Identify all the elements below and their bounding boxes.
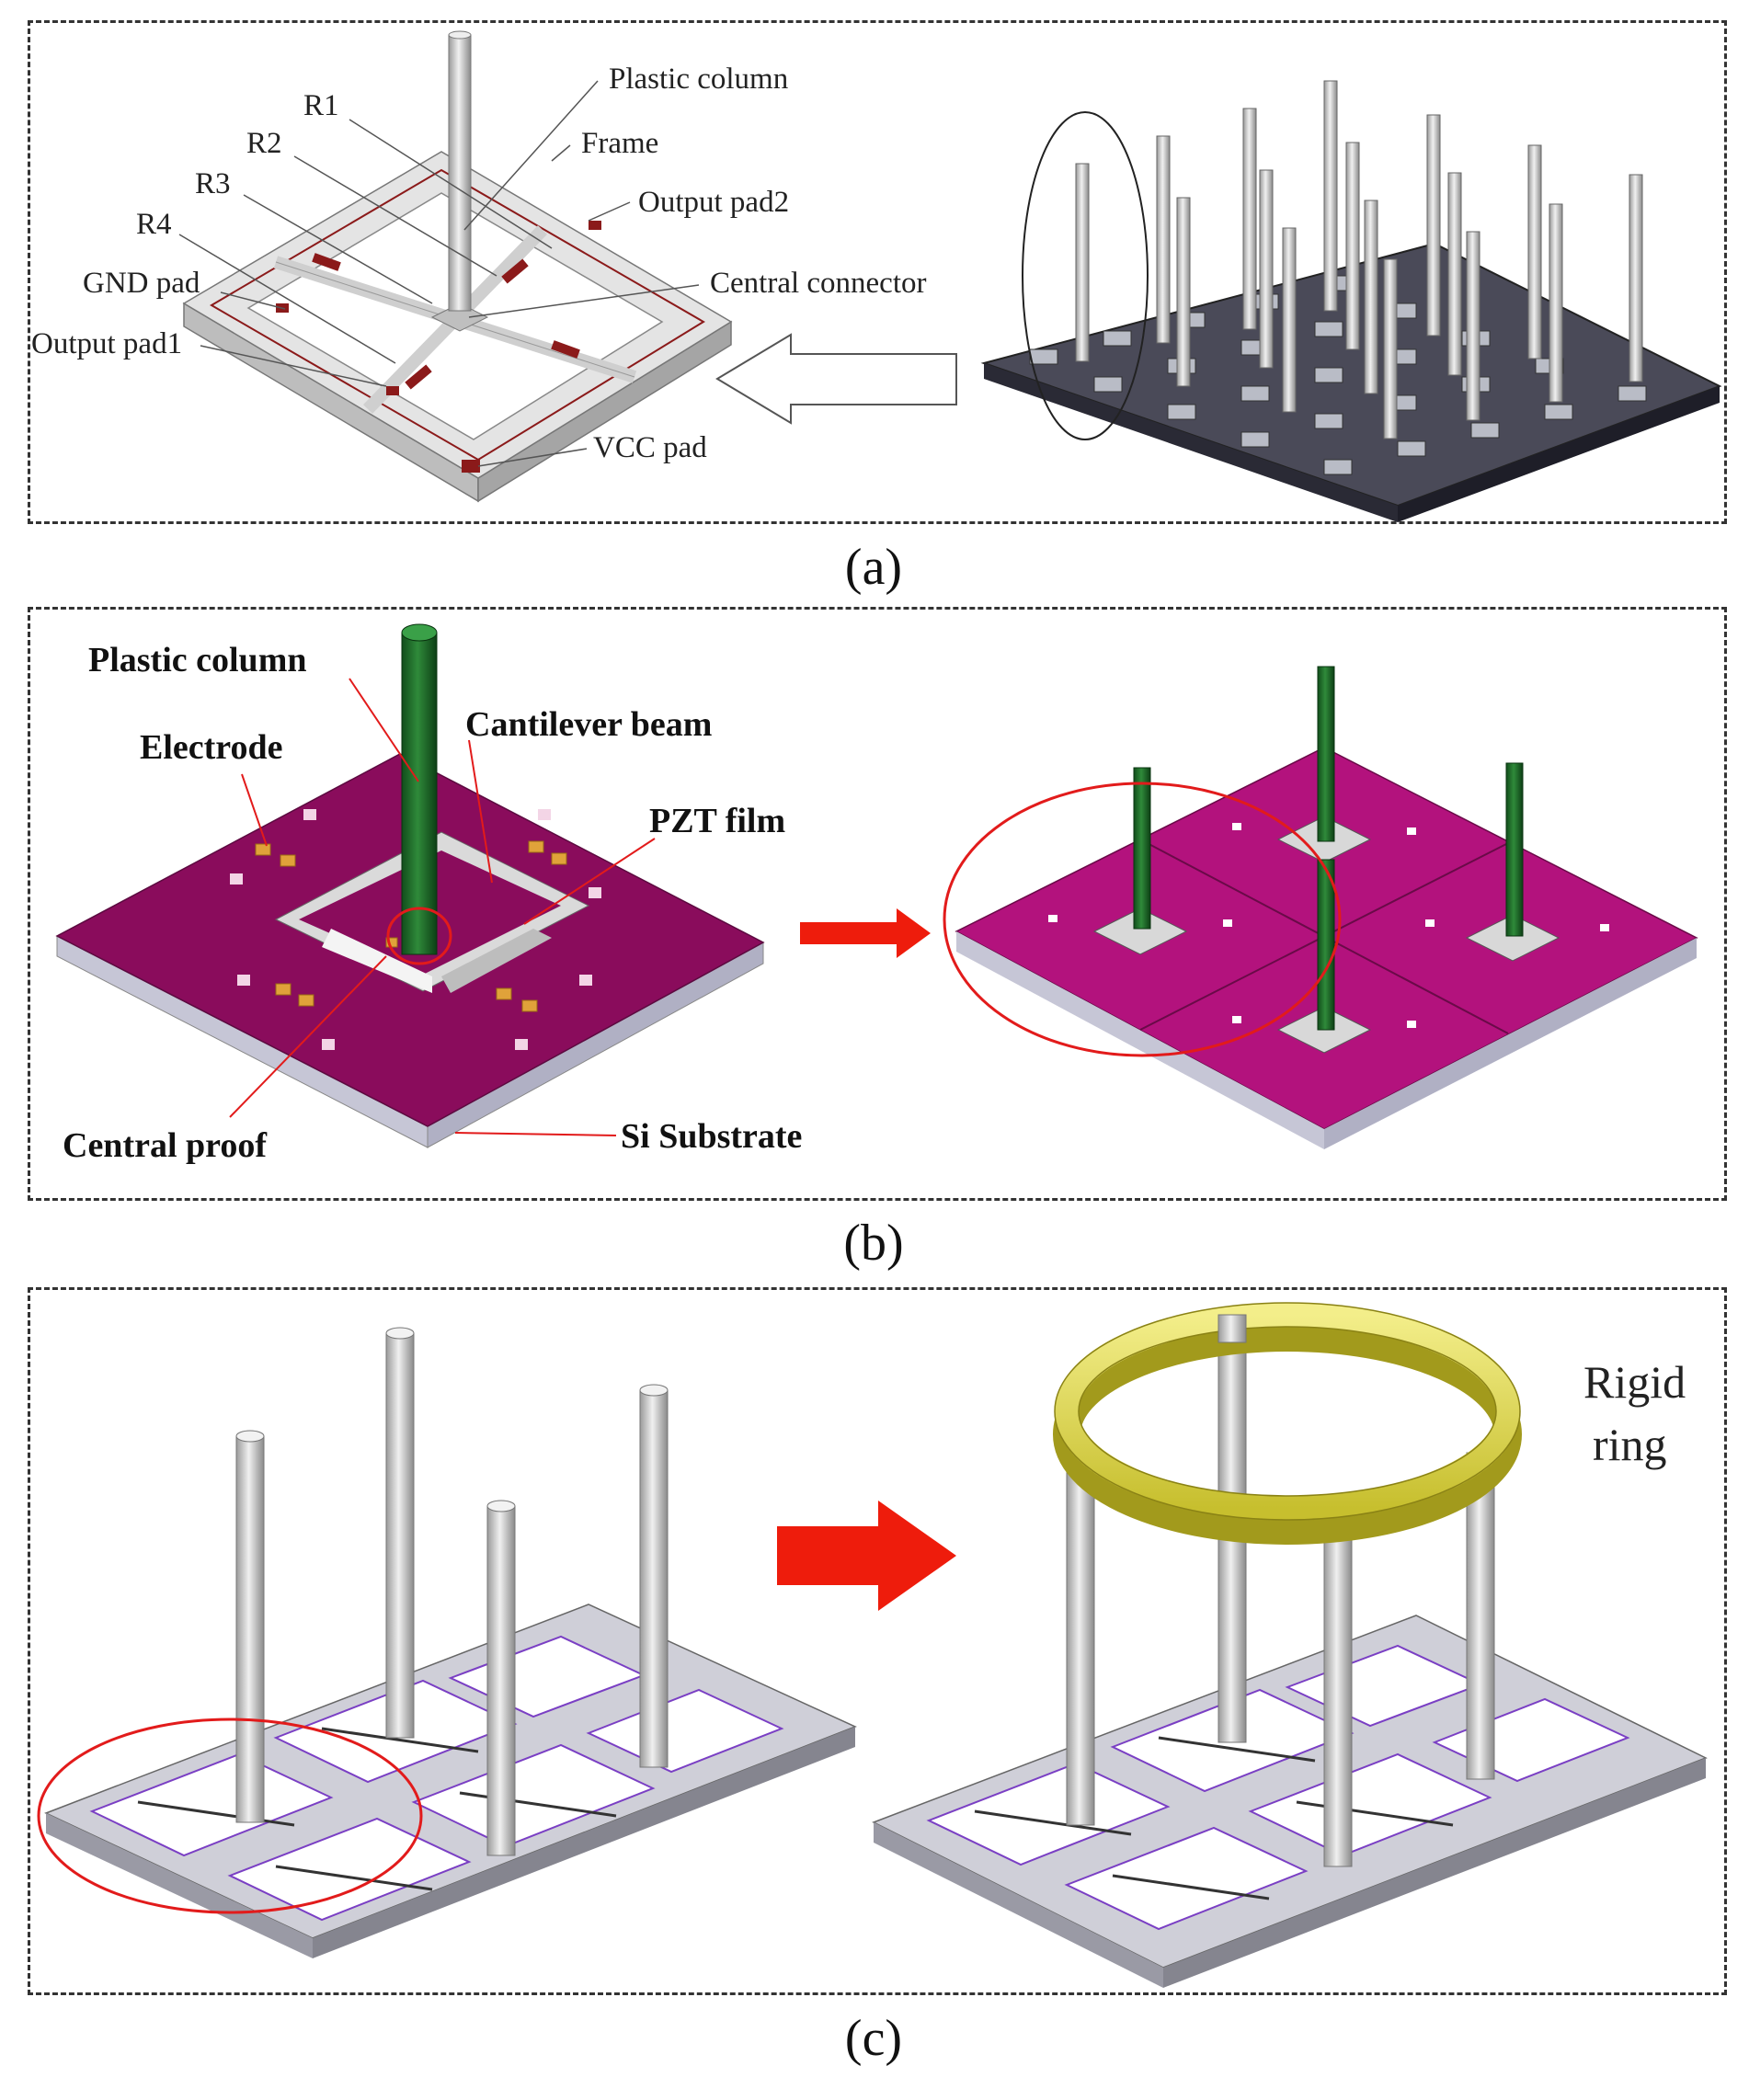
- label-rigid-ring-line1: Rigid: [1583, 1356, 1686, 1408]
- panel-c-array-right: [872, 1302, 1708, 1988]
- panel-b-single-sensor: [55, 623, 765, 1148]
- panel-b-caption: (b): [843, 1215, 904, 1272]
- hollow-arrow-icon: [715, 333, 957, 425]
- panel-b-frame: [28, 607, 1727, 1201]
- label-frame: Frame: [581, 127, 658, 160]
- label-central-connector: Central connector: [710, 267, 926, 300]
- label-si-substrate: Si Substrate: [621, 1117, 802, 1156]
- label-r3: R3: [195, 167, 231, 200]
- panel-a-frame: [28, 20, 1727, 524]
- panel-c-frame: [28, 1287, 1727, 1995]
- panel-a-single-sensor: [182, 30, 733, 503]
- label-vcc-pad: VCC pad: [593, 431, 707, 464]
- panel-c-caption: (c): [844, 2010, 903, 2067]
- red-arrow-icon: [800, 908, 931, 958]
- panel-b-sensor-array: [943, 666, 1698, 1149]
- panel-b-leaders: [229, 678, 656, 1136]
- label-electrode: Electrode: [140, 728, 282, 767]
- label-output-pad1: Output pad1: [31, 327, 182, 360]
- label-output-pad2: Output pad2: [638, 186, 789, 219]
- red-arrow-icon: [777, 1501, 956, 1611]
- label-gnd-pad: GND pad: [83, 267, 200, 300]
- label-plastic-column-a: Plastic column: [609, 63, 788, 96]
- label-central-proof: Central proof: [63, 1126, 268, 1165]
- label-rigid-ring-line2: ring: [1593, 1419, 1667, 1470]
- panel-a-caption: (a): [844, 539, 903, 596]
- label-r4: R4: [136, 208, 172, 241]
- label-r2: R2: [246, 127, 282, 160]
- label-cantilever-beam: Cantilever beam: [465, 705, 712, 744]
- label-plastic-column-b: Plastic column: [88, 641, 306, 679]
- panel-a-sensor-array: [980, 80, 1722, 522]
- label-pzt-film: PZT film: [649, 802, 785, 840]
- panel-a-leaders: [178, 80, 700, 467]
- panel-c-array-left: [37, 1327, 857, 1958]
- label-r1: R1: [303, 89, 339, 122]
